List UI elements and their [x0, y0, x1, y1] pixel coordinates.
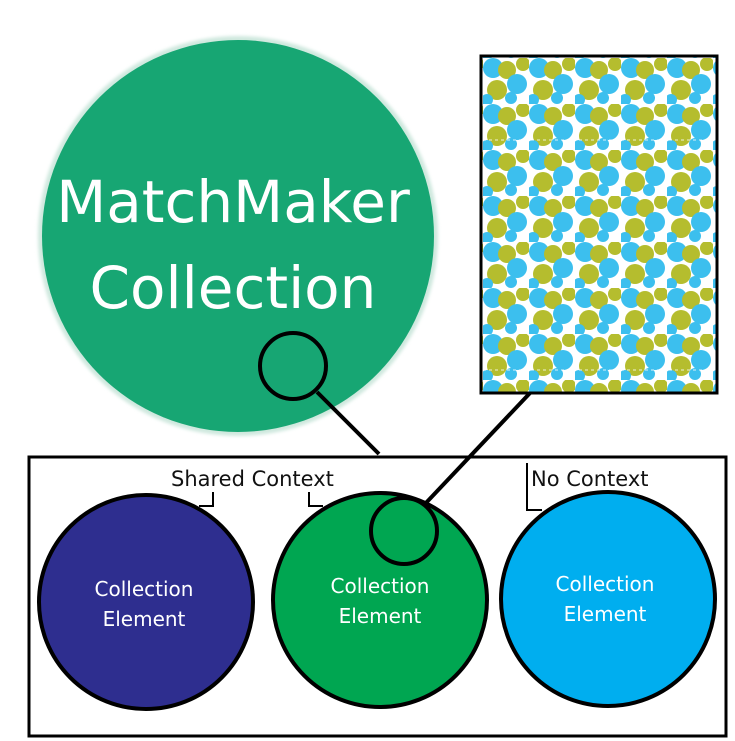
element-3-label-line1: Collection [556, 572, 655, 596]
element-1-label-line1: Collection [95, 577, 194, 601]
element-circle-1 [37, 493, 255, 711]
magnifier-circle-element [369, 496, 439, 566]
pattern-panel [479, 54, 719, 395]
collection-circle [42, 40, 434, 432]
collection-element-3: Collection Element [499, 490, 717, 708]
no-context-label: No Context [531, 467, 649, 491]
element-2-label-line2: Element [339, 604, 422, 628]
collection-element-1: Collection Element [37, 493, 255, 711]
shared-context-bracket-right [308, 492, 323, 507]
connector-line-collection [315, 390, 381, 456]
collection-circle-group: MatchMaker Collection [38, 36, 438, 436]
context-box [27, 455, 728, 738]
pattern-fill [481, 56, 717, 393]
element-3-label-line2: Element [564, 602, 647, 626]
element-circle-2 [271, 491, 489, 709]
shared-context-label: Shared Context [171, 467, 334, 491]
shared-context-bracket-left [199, 492, 214, 507]
pattern-panel-border [479, 54, 719, 395]
collection-element-2: Collection Element [271, 491, 489, 709]
element-circle-3 [499, 490, 717, 708]
connector-line-pattern [422, 391, 532, 507]
element-2-label-line1: Collection [331, 574, 430, 598]
magnifier-circle-collection [258, 331, 328, 401]
collection-title-line2: Collection [90, 254, 377, 322]
element-1-label-line2: Element [103, 607, 186, 631]
no-context-bracket [526, 463, 542, 511]
collection-title-line1: MatchMaker [56, 168, 410, 236]
